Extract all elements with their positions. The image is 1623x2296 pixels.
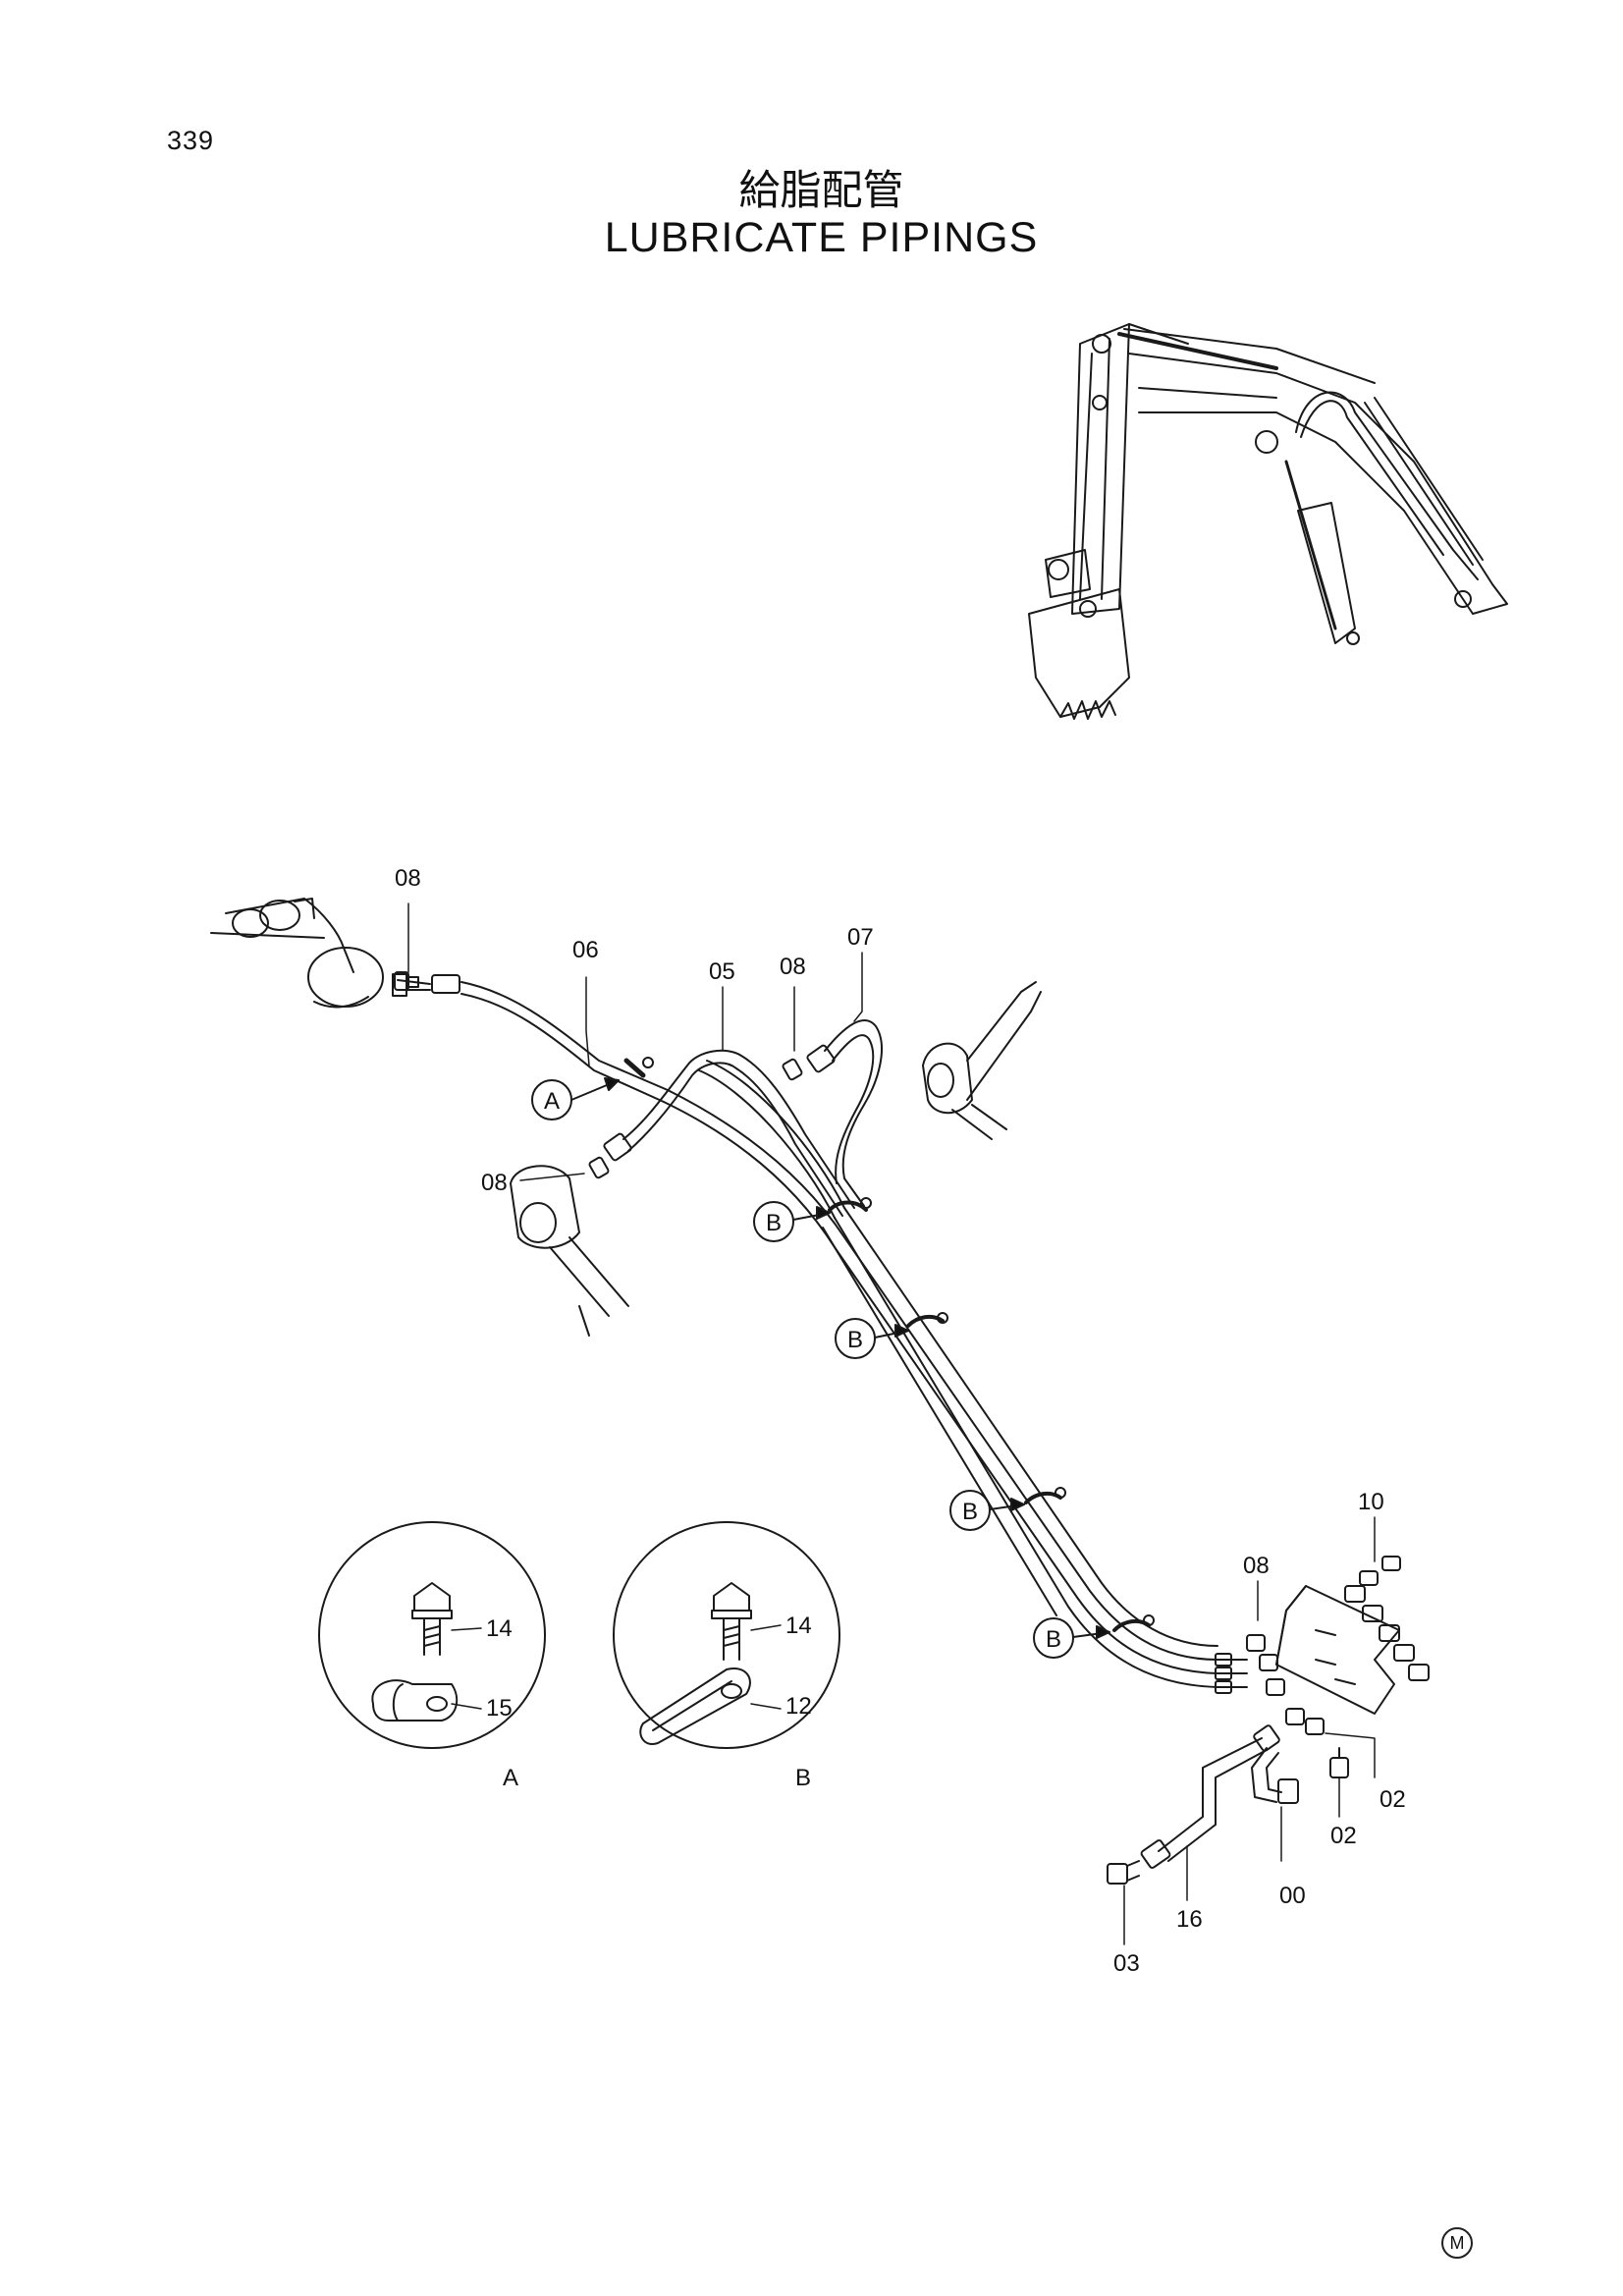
fitting-08-top (394, 971, 419, 991)
callout-14-a: 14 (486, 1615, 513, 1642)
clamp-b3 (1024, 1487, 1066, 1504)
pipe-05 (603, 1049, 855, 1217)
tag-b4: B (1046, 1626, 1061, 1653)
detail-a (318, 1521, 546, 1749)
fitting-08-mid (782, 1058, 803, 1081)
callout-03: 03 (1113, 1950, 1140, 1977)
boom-foot-left (210, 898, 384, 1009)
tag-b1: B (766, 1210, 782, 1236)
page-title: LUBRICATE PIPINGS (604, 214, 1039, 261)
pipe-06 (392, 973, 669, 1103)
page-number: 339 (167, 126, 215, 155)
clamp-b1 (828, 1197, 872, 1212)
tag-b4-circle (1033, 1617, 1074, 1659)
boom-right-pin-boss (922, 981, 1042, 1140)
callout-16: 16 (1176, 1906, 1203, 1933)
callout-02-lower: 02 (1330, 1823, 1357, 1849)
callout-10: 10 (1358, 1489, 1384, 1515)
callout-02-upper: 02 (1380, 1786, 1406, 1813)
pipe-bundle (663, 1060, 1218, 1688)
detail-b (613, 1521, 840, 1749)
detail-b-label: B (795, 1765, 811, 1791)
tag-a-circle (531, 1079, 572, 1121)
callout-15: 15 (486, 1695, 513, 1722)
callout-12: 12 (785, 1693, 812, 1720)
tag-b3: B (962, 1499, 978, 1525)
pipe-07 (806, 1019, 883, 1207)
tag-b1-circle (753, 1201, 794, 1242)
tag-leaders (570, 1077, 1110, 1639)
pipe-00 (1251, 1747, 1299, 1804)
callout-08-top: 08 (395, 865, 421, 892)
callout-08-mid: 08 (780, 954, 806, 980)
tag-b3-circle (949, 1490, 991, 1531)
manufacturer-mark: M (1441, 2227, 1473, 2259)
callout-08-left: 08 (481, 1170, 508, 1196)
callout-14-b: 14 (785, 1613, 812, 1639)
fitting-02-lower (1329, 1747, 1349, 1778)
fitting-08-left (588, 1156, 610, 1179)
tag-b2-circle (835, 1318, 876, 1359)
detail-a-label: A (503, 1765, 518, 1791)
callout-00: 00 (1279, 1883, 1306, 1909)
tag-labels: A B B B B (544, 1088, 1061, 1653)
callout-08-right: 08 (1243, 1553, 1270, 1579)
leader-lines (407, 902, 1376, 1945)
callout-05: 05 (709, 958, 735, 985)
fitting-03 (1107, 1860, 1140, 1885)
callout-07: 07 (847, 924, 874, 951)
tag-b2: B (847, 1327, 863, 1353)
grease-manifold (1215, 1556, 1430, 1735)
clamp-a (623, 1057, 654, 1078)
callout-06: 06 (572, 937, 599, 963)
clamp-b2 (906, 1312, 948, 1328)
clamp-b4 (1112, 1614, 1155, 1632)
pipe-16 (1140, 1724, 1280, 1869)
page-title-jp: 給脂配管 (738, 166, 904, 214)
callout-labels: 00 02 02 03 05 06 07 08 08 08 08 10 16 1… (395, 865, 1406, 1977)
tag-a: A (544, 1088, 560, 1115)
excavator-overview (1028, 323, 1508, 720)
boom-lower-pin-boss (510, 1165, 629, 1337)
